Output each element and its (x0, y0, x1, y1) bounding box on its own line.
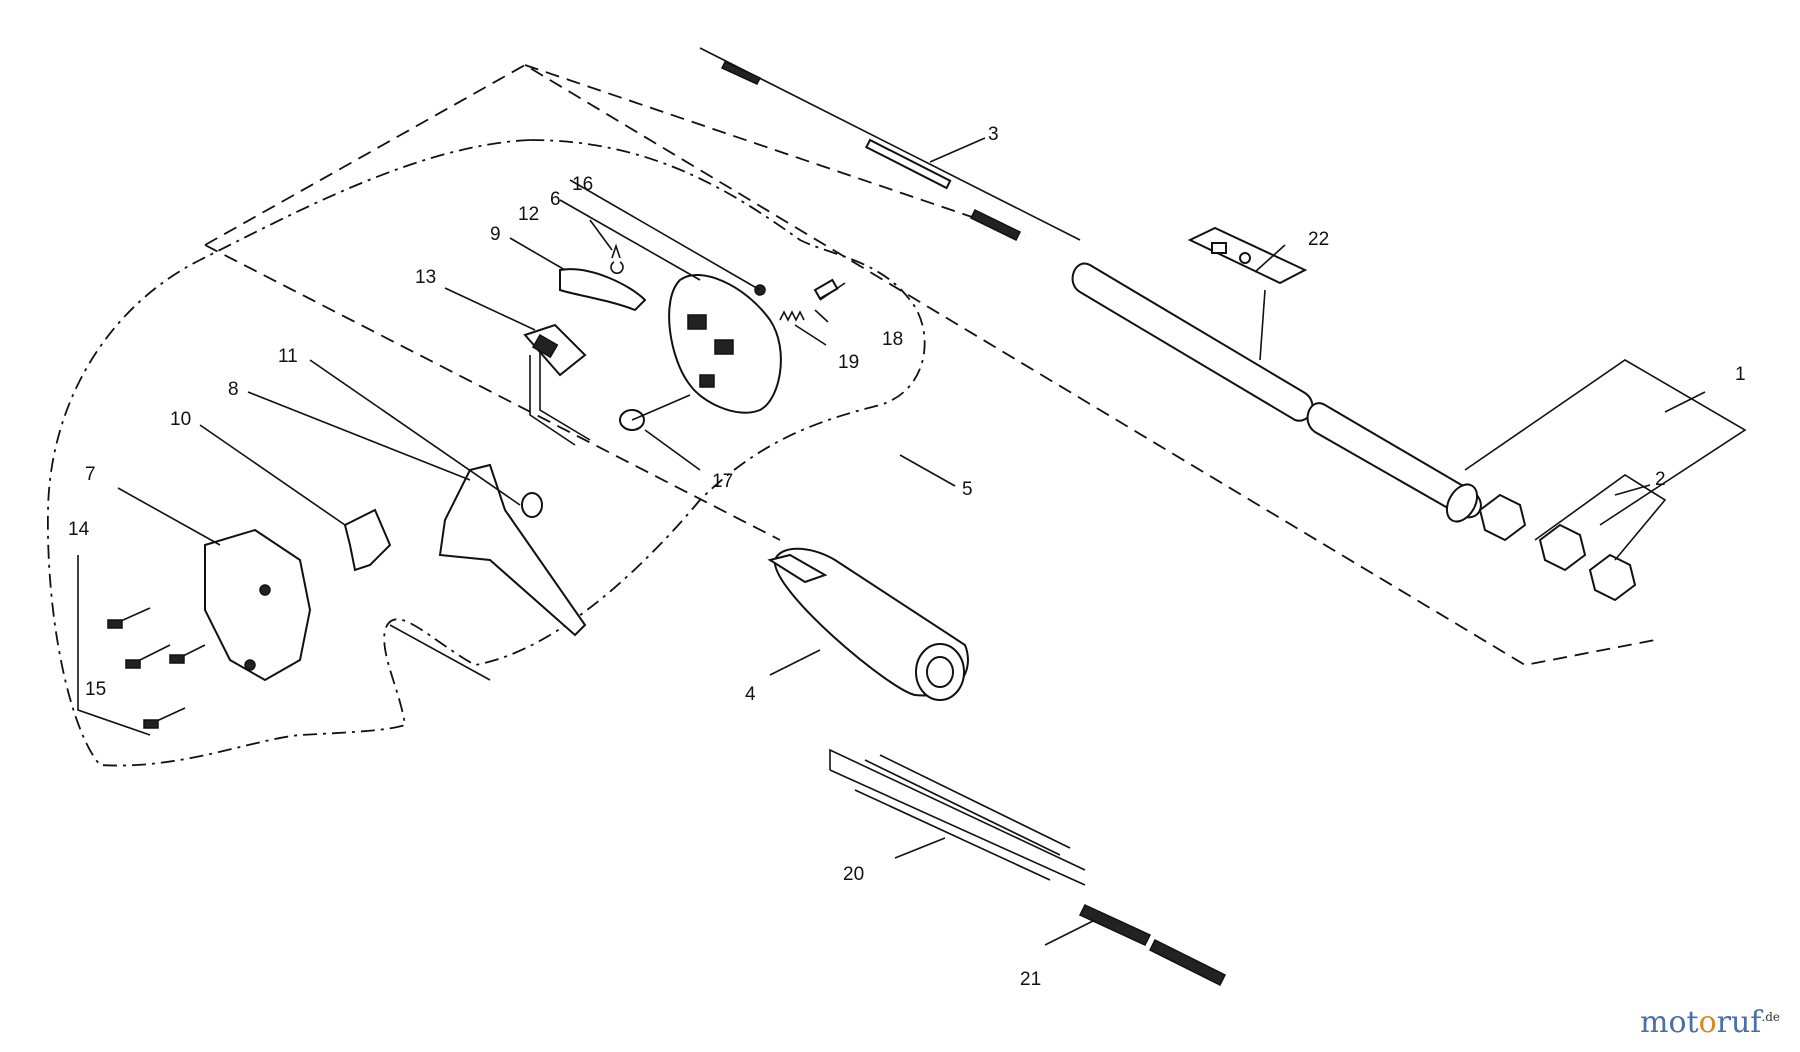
part-9-lever (559, 268, 647, 312)
label-11: 11 (278, 346, 298, 367)
label-7: 7 (85, 464, 96, 485)
part-3-cable (699, 47, 1081, 242)
leader-lines (117, 137, 1706, 946)
label-16: 16 (572, 174, 593, 195)
part-7-handle-shell (204, 528, 312, 682)
label-8: 8 (228, 379, 239, 400)
callout-labels: 1 2 3 4 5 6 7 8 9 10 11 12 13 14 15 16 1… (68, 124, 1746, 990)
part-19-spring (779, 310, 805, 322)
handle-group-boundary (47, 139, 926, 767)
part-6-housing (668, 274, 782, 414)
part-14-15-screws (107, 607, 206, 729)
label-18: 18 (882, 329, 903, 350)
label-6: 6 (550, 189, 561, 210)
part-1-shaft-tube (1071, 262, 1482, 523)
label-17: 17 (712, 471, 733, 492)
label-20: 20 (843, 864, 864, 885)
label-22: 22 (1308, 229, 1329, 250)
watermark-part2: o (1698, 1005, 1717, 1040)
label-5: 5 (962, 479, 973, 500)
label-9: 9 (490, 224, 501, 245)
label-1: 1 (1735, 364, 1746, 385)
label-19: 19 (838, 352, 859, 373)
part-17-pin (619, 394, 691, 431)
label-3: 3 (988, 124, 999, 145)
label-12: 12 (518, 204, 539, 225)
label-2: 2 (1655, 469, 1666, 490)
part-10-bracket (343, 508, 392, 572)
assembly-boundary-dashed (204, 63, 1656, 666)
label-15: 15 (85, 679, 106, 700)
watermark-suffix: .de (1761, 1010, 1781, 1024)
label-4: 4 (745, 684, 756, 705)
part-11-ring (521, 492, 543, 518)
label-14: 14 (68, 519, 90, 540)
part-12-clip (610, 243, 624, 274)
watermark-logo: motoruf.de (1640, 1005, 1780, 1040)
part-13-trigger (523, 323, 591, 446)
part-20-cables (829, 748, 1086, 886)
watermark-part1: mot (1640, 1005, 1699, 1040)
watermark-part3: ruf (1716, 1005, 1762, 1040)
part-18-screw (813, 278, 846, 301)
part-8-throttle-lever (438, 463, 587, 637)
part-2-nuts (1478, 493, 1637, 602)
part-21-spring (1078, 904, 1227, 987)
label-10: 10 (170, 409, 191, 430)
part-4-grip (767, 547, 969, 701)
label-13: 13 (415, 267, 436, 288)
part-5-link-cable (389, 624, 491, 681)
label-21: 21 (1020, 969, 1041, 990)
part-22-sticker (1187, 226, 1308, 285)
